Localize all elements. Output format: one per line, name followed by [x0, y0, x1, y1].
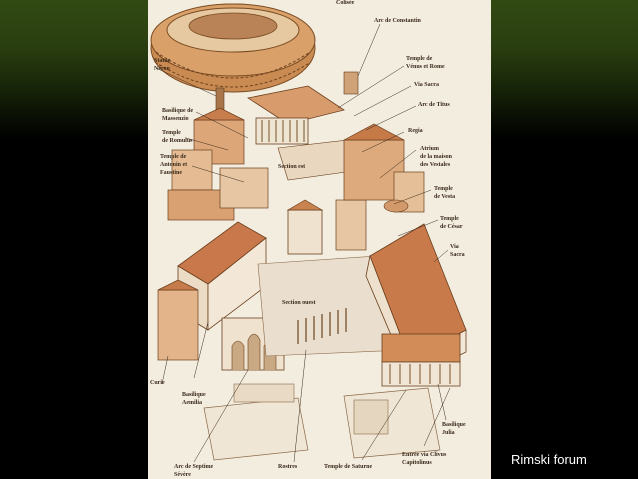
label-temple-romulus-1: Temple [162, 130, 181, 136]
label-atrium-2: de la maison [420, 154, 453, 160]
label-temple-romulus-2: de Romulus [162, 138, 193, 144]
label-basilique-aemilia-1: Basilique [182, 392, 206, 398]
label-arc-septime-2: Sévère [174, 472, 191, 478]
label-via-sacra-top: Via Sacra [414, 82, 439, 88]
roman-forum-illustration: Colisée Arc de Constantin Statue Néron T… [148, 0, 491, 479]
label-basilique-massenzio-2: Massenzio [162, 116, 189, 122]
label-entree-clivus-1: Entrée via Clivus [402, 452, 447, 458]
forum-drawing: Colisée Arc de Constantin Statue Néron T… [148, 0, 491, 479]
label-curie: Curie [150, 380, 165, 386]
slide-caption: Rimski forum [511, 452, 587, 467]
label-temple-antonin-3: Faustine [160, 170, 182, 176]
label-temple-antonin-1: Temple de [160, 154, 187, 160]
label-arc-constantin: Arc de Constantin [374, 18, 422, 24]
label-via-sacra-right-1: Via [450, 244, 459, 250]
arc-de-constantin [343, 71, 359, 95]
label-basilique-julia-2: Julia [442, 430, 455, 436]
label-temple-saturne: Temple de Saturne [324, 464, 372, 470]
left-buildings [167, 107, 269, 221]
label-basilique-aemilia-2: Aemilia [182, 400, 202, 406]
right-buildings [343, 123, 425, 213]
label-temple-antonin-2: Antonin et [160, 162, 187, 168]
label-temple-venus-1: Temple de [406, 56, 433, 62]
label-rostres: Rostres [278, 464, 298, 470]
label-arc-septime-1: Arc de Septime [174, 464, 214, 470]
label-entree-clivus-2: Capitolinus [402, 460, 432, 466]
label-temple-venus-2: Vénus et Rome [406, 64, 445, 70]
leader-lines [155, 23, 451, 463]
label-section-ouest: Section ouest [282, 300, 316, 306]
label-section-est: Section est [278, 164, 305, 170]
label-colisee: Colisée [336, 0, 355, 6]
label-regia: Regia [408, 128, 423, 134]
temple-venus-rome [246, 85, 345, 145]
lower-ruins [203, 383, 441, 461]
label-temple-vesta-1: Temple [434, 186, 453, 192]
label-temple-vesta-2: de Vesta [434, 194, 455, 200]
label-arc-titus: Arc de Titus [418, 102, 450, 108]
label-temple-cesar-2: de César [440, 224, 463, 230]
label-via-sacra-right-2: Sacra [450, 252, 465, 258]
label-statue-neron-1: Statue [154, 58, 171, 64]
label-basilique-julia-1: Basilique [442, 422, 466, 428]
label-basilique-massenzio-1: Basilique de [162, 108, 194, 114]
forum-plaza [257, 255, 405, 357]
label-statue-neron-2: Néron [154, 66, 171, 72]
curie-building [157, 279, 199, 361]
label-atrium-3: des Vestales [420, 162, 451, 168]
label-atrium-1: Atrium [420, 146, 439, 152]
colosseum [150, 3, 316, 93]
temple-saturne [381, 333, 461, 387]
label-temple-cesar-1: Temple [440, 216, 459, 222]
map-labels: Colisée Arc de Constantin Statue Néron T… [150, 0, 466, 478]
